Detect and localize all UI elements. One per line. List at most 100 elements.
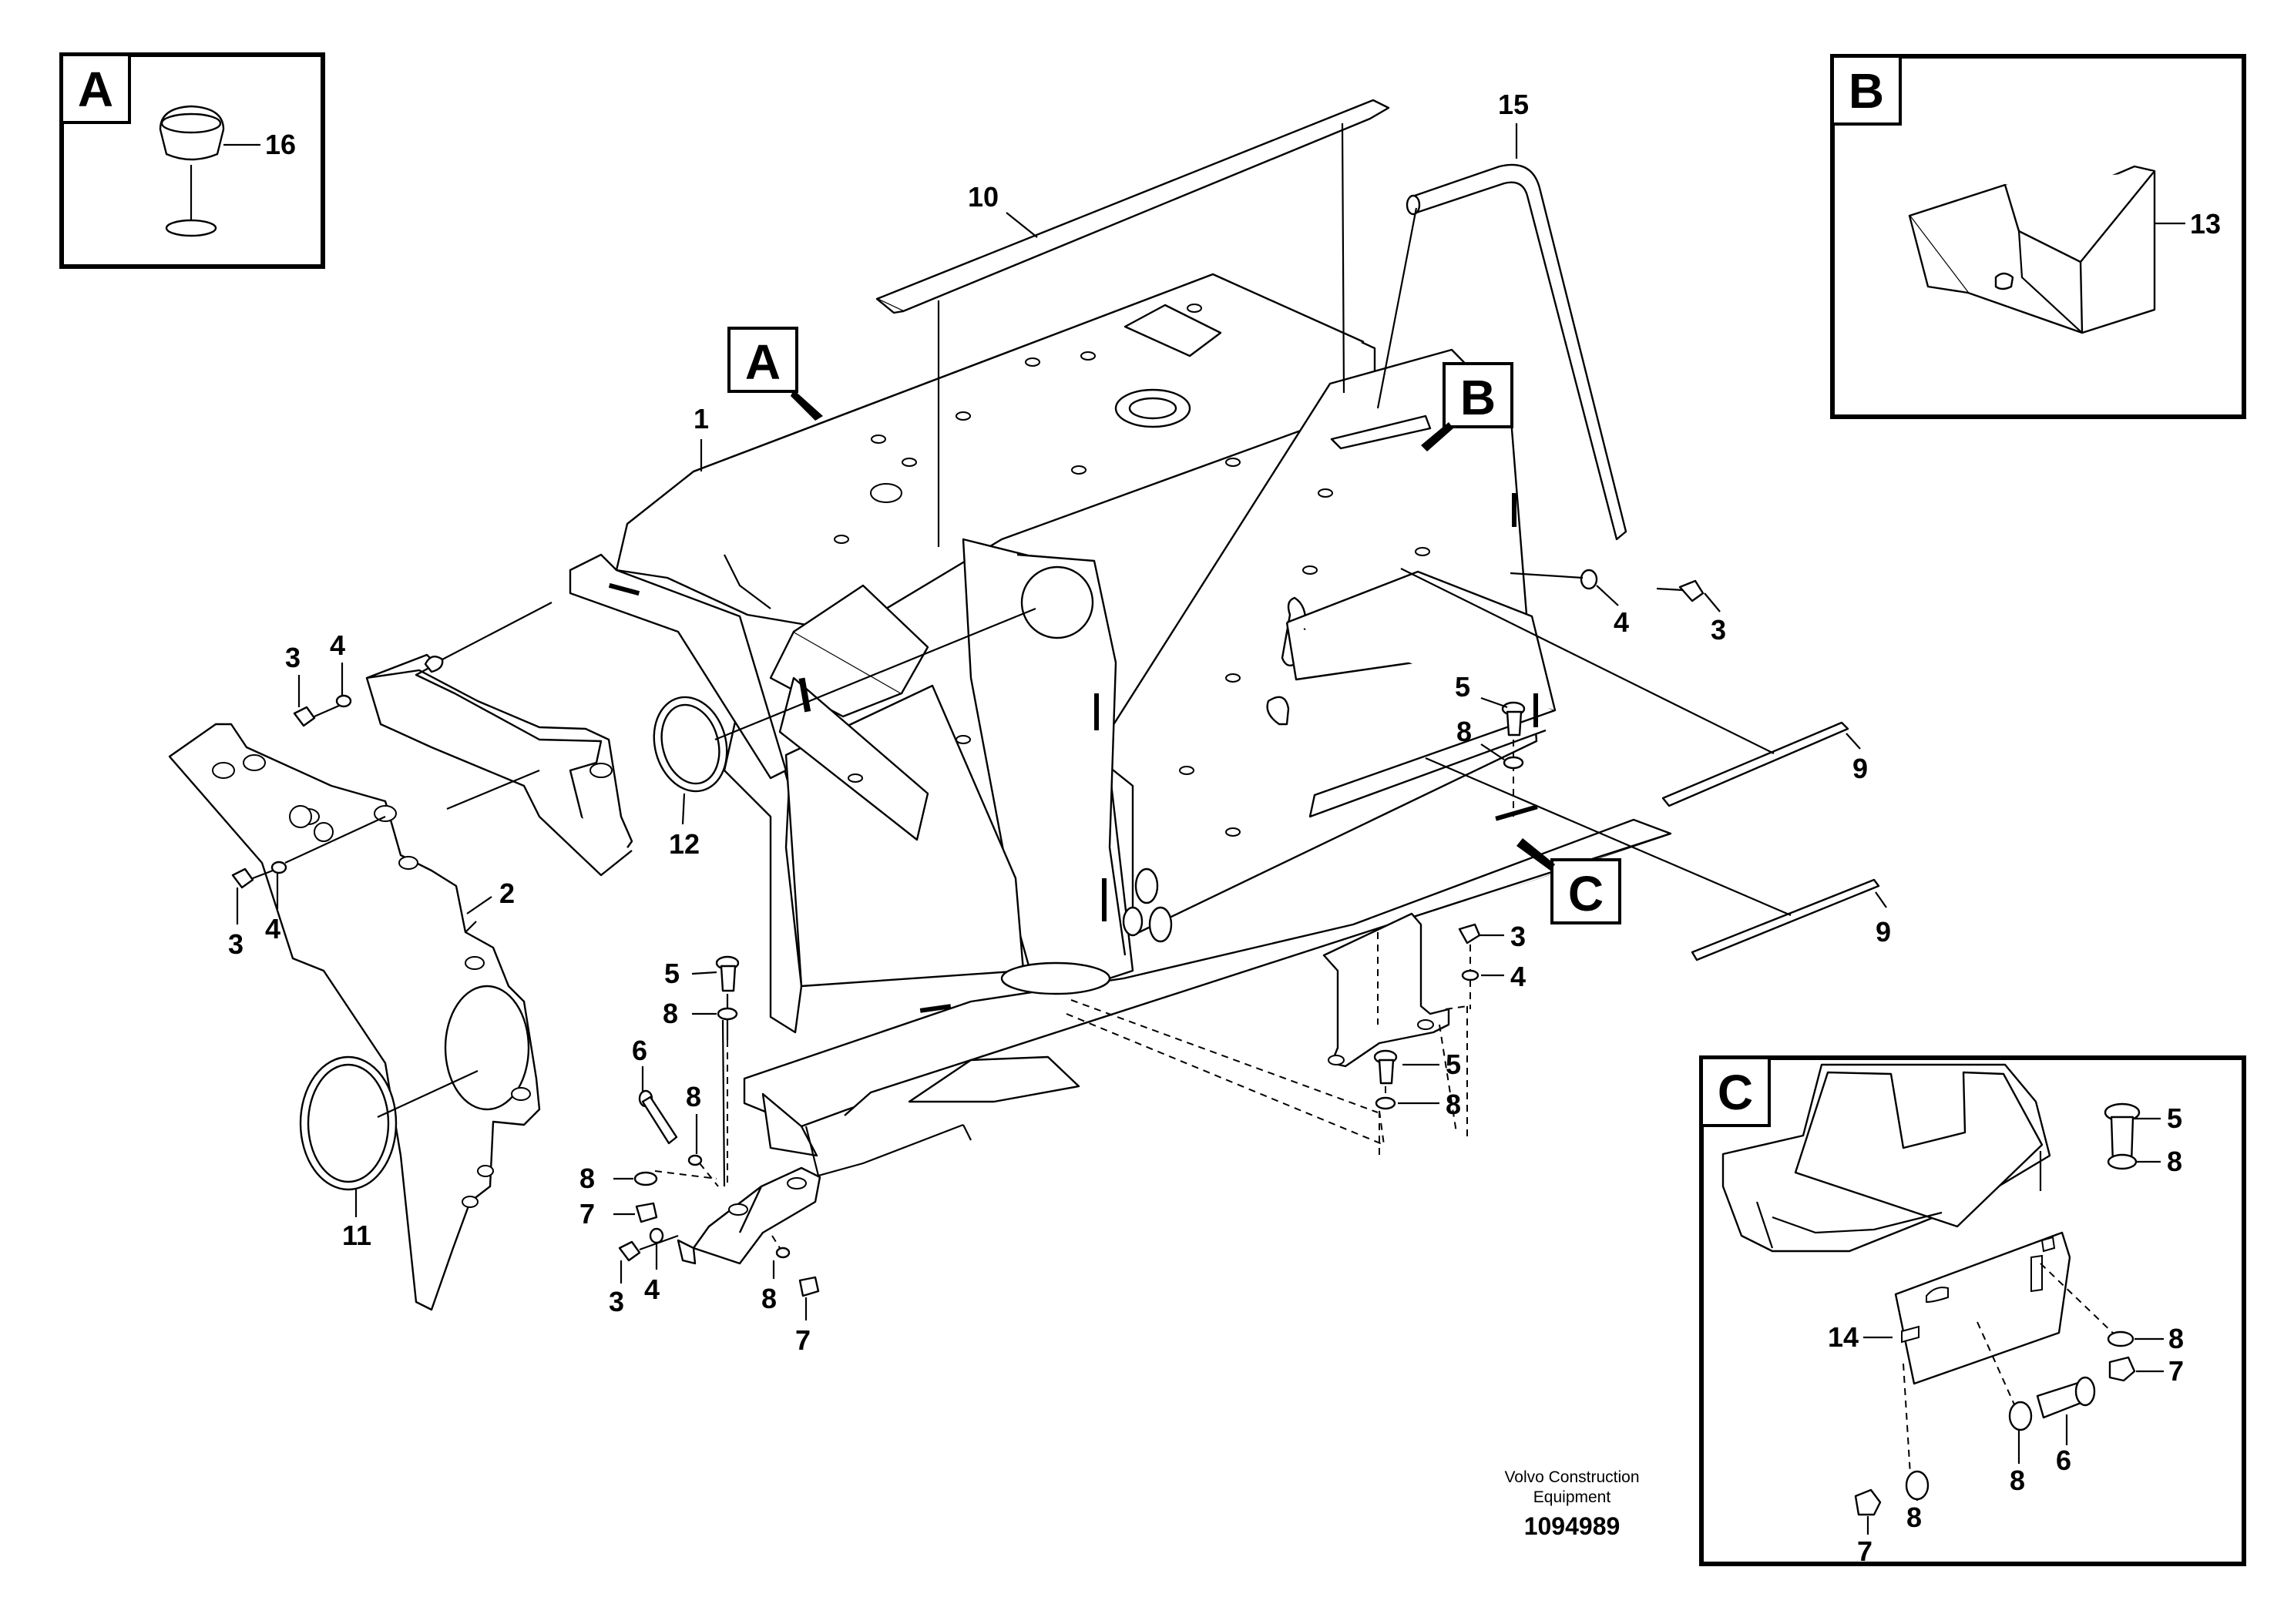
pointer-tag-c-letter: C (1568, 866, 1604, 921)
callout-4-left-lower: 4 (265, 913, 280, 945)
callout-8-right: 8 (1446, 1089, 1461, 1120)
callout-16: 16 (265, 129, 296, 160)
detail-box-b: B 13 (1830, 54, 2246, 419)
credit-line-2: Equipment (1533, 1488, 1611, 1506)
bolt-part-3-upper-right (1656, 579, 1721, 612)
detail-box-c-tab (1700, 1056, 1771, 1127)
callout-8-lower-left-c: 8 (579, 1163, 595, 1194)
frame-foot-detail (1721, 1063, 2051, 1253)
pointer-tag-c-frame (1550, 858, 1621, 924)
main-frame-part-1 (569, 273, 1672, 1177)
washer-part-8-right (1375, 1096, 1439, 1110)
detail-box-a-letter: A (78, 62, 113, 117)
washer-part-8-lower-left-b (687, 1114, 719, 1187)
bracket-lower-left (677, 1166, 821, 1265)
bolt-part-5-right (1373, 1049, 1439, 1102)
grommet-part-12 (653, 607, 1036, 825)
pointer-tag-a-letter: A (745, 334, 781, 390)
detail-box-b-tab (1831, 55, 1902, 126)
callout-3-right: 3 (1510, 921, 1526, 952)
callout-8-lower-left-b: 8 (686, 1081, 701, 1112)
callout-4-lower-left: 4 (644, 1273, 660, 1305)
callout-7-box-c-low: 7 (1857, 1535, 1872, 1567)
callout-11: 11 (342, 1220, 371, 1251)
callout-2: 2 (499, 877, 515, 909)
washer-part-8-c-right (2107, 1330, 2164, 1347)
bolt-part-3-left-upper (293, 675, 340, 727)
callout-14: 14 (1828, 1321, 1859, 1353)
callout-8-box-c-right: 8 (2168, 1323, 2184, 1354)
bolt-part-6-c (2036, 1376, 2096, 1445)
seal-part-15 (1376, 123, 1627, 541)
bolt-part-3-lower-left (618, 1234, 679, 1283)
cover-part-13 (1908, 165, 2156, 334)
strip-part-9-upper (1400, 568, 1861, 807)
bolt-part-3-left-lower (231, 867, 274, 924)
detail-box-b-frame (1830, 54, 2246, 419)
strip-part-10 (875, 99, 1390, 547)
nut-part-7-lower-left (613, 1202, 658, 1223)
callout-15: 15 (1498, 89, 1529, 120)
washer-part-8-lower-left-c (613, 1170, 717, 1186)
nut-part-7-lower-left-b (798, 1276, 820, 1320)
bolt-part-5-lower-left (691, 955, 740, 1040)
bracket-part-2 (168, 723, 541, 1311)
credit-line-1: Volvo Construction (1504, 1468, 1639, 1486)
pointer-tag-b: B (1330, 362, 1513, 451)
nut-part-7-c-low (1854, 1488, 1882, 1535)
pointer-tag-c: C (1516, 838, 1621, 924)
callout-6-box-c: 6 (2056, 1444, 2071, 1476)
washer-part-8-c-mid (2008, 1401, 2033, 1464)
bracket-center-right (1322, 912, 1450, 1068)
detail-box-c-frame (1699, 1055, 2246, 1566)
callout-6-lower-left: 6 (632, 1035, 647, 1066)
callout-8-box-c-upper: 8 (2167, 1146, 2182, 1177)
nut-part-7-c-right (2108, 1356, 2164, 1382)
bracket-part-14 (1894, 1231, 2071, 1385)
bolt-part-5-center (1480, 696, 1526, 817)
plug-part-16 (159, 105, 260, 237)
detail-box-c: C 5 8 (1699, 1055, 2246, 1567)
pointer-tag-a: A (727, 327, 823, 421)
washer-part-8-c-upper (2107, 1153, 2161, 1170)
bracket-upper-left (365, 602, 633, 877)
pointer-tag-a-frame (727, 327, 798, 393)
callout-1: 1 (694, 403, 709, 435)
callout-3-left-upper: 3 (285, 642, 301, 673)
callout-7-lower-left-b: 7 (795, 1324, 811, 1356)
callout-3-upper-right: 3 (1711, 614, 1726, 646)
callout-4-right: 4 (1510, 961, 1526, 992)
detail-box-c-letter: C (1718, 1065, 1753, 1120)
callout-3-lower-left: 3 (609, 1286, 624, 1317)
bolt-part-3-right (1458, 923, 1504, 975)
callout-12: 12 (669, 828, 700, 860)
bolt-part-5-c (2104, 1102, 2161, 1165)
callout-8-center: 8 (1456, 716, 1472, 747)
callout-5-lower-left: 5 (664, 958, 680, 989)
washer-part-8-lower-left (692, 1007, 738, 1021)
pointer-tag-b-letter: B (1460, 370, 1496, 425)
strip-part-9-lower (1425, 757, 1887, 961)
callout-8-box-c-low: 8 (1906, 1502, 1922, 1533)
callout-8-lower-left-d: 8 (761, 1283, 777, 1314)
callout-9-upper: 9 (1852, 753, 1868, 784)
callout-5-right: 5 (1446, 1049, 1461, 1080)
callout-5-center: 5 (1455, 671, 1470, 703)
washer-part-4-lower-left (649, 1227, 664, 1270)
detail-box-a-frame (59, 52, 325, 269)
callout-3-left-lower: 3 (228, 928, 244, 960)
washer-part-8-c-low (1905, 1470, 1930, 1501)
callout-10: 10 (968, 181, 999, 213)
washer-part-8-center (1480, 743, 1524, 770)
callout-8-box-c-mid: 8 (2010, 1465, 2025, 1496)
washer-part-8-lower-left-d (771, 1235, 791, 1279)
callout-4-left-upper: 4 (330, 629, 345, 661)
bolt-part-6-lower-left (638, 1066, 678, 1145)
callout-7-lower-left: 7 (579, 1198, 595, 1230)
pointer-tag-b-frame (1443, 362, 1513, 428)
washer-part-4-upper-right (1510, 569, 1619, 606)
document-number: 1094989 (1524, 1512, 1621, 1540)
callout-8-lower-left: 8 (663, 998, 678, 1029)
detail-box-b-letter: B (1849, 63, 1884, 119)
